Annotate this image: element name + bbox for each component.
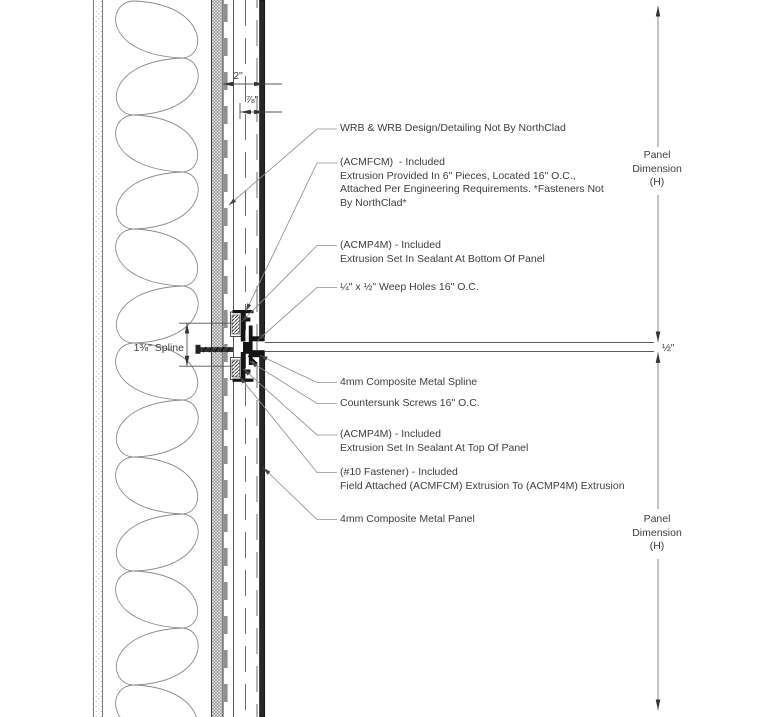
acm-panel-face [259, 0, 266, 717]
leader-acmp4m-top [243, 368, 337, 436]
batt-insulation [115, 0, 199, 717]
joint-dimension-text: ½" [662, 342, 675, 354]
leader-countersunk [249, 361, 337, 404]
spline-dimension-text: 1⅜" Spline [133, 342, 184, 354]
callout-spline: 4mm Composite Metal Spline [340, 376, 478, 388]
leader-spline [259, 355, 337, 383]
leader-fastener [239, 376, 337, 473]
callout-countersunk-screws: Countersunk Screws 16" O.C. [340, 397, 480, 409]
panel-dimension-label-top: Panel Dimension (H) [632, 149, 682, 188]
panel-joint-lines [264, 342, 654, 353]
wall-substrate-layer [92, 0, 104, 717]
callout-acmp4m-bottom: (ACMP4M) - Included Extrusion Set In Sea… [340, 239, 545, 265]
leader-lines [228, 128, 337, 520]
callout-10-fastener: (#10 Fastener) - Included Field Attached… [340, 466, 625, 492]
leader-panel [263, 467, 337, 520]
panel-dimension-label-bottom: Panel Dimension (H) [632, 513, 682, 552]
callout-acmfcm: (ACMFCM) - Included Extrusion Provided I… [340, 156, 604, 209]
callout-wrb: WRB & WRB Design/Detailing Not By NorthC… [340, 122, 566, 134]
spline-dimension [179, 322, 232, 367]
offset-dimension-text: ⅞" [245, 94, 259, 106]
horizontal-fastener [195, 344, 233, 354]
leader-wrb [228, 128, 337, 206]
leader-acmfcm [245, 162, 337, 312]
callout-panel: 4mm Composite Metal Panel [340, 513, 475, 525]
exterior-sheathing [211, 0, 224, 717]
offset-dimension [239, 103, 282, 119]
callout-acmp4m-top: (ACMP4M) - Included Extrusion Set In Sea… [340, 428, 529, 454]
callout-weep-holes: ¼" x ½" Weep Holes 16" O.C. [340, 281, 479, 293]
leader-weep-holes [257, 287, 337, 341]
leader-acmp4m-bottom [241, 245, 337, 323]
cavity-dimension-text: 2" [233, 70, 243, 82]
